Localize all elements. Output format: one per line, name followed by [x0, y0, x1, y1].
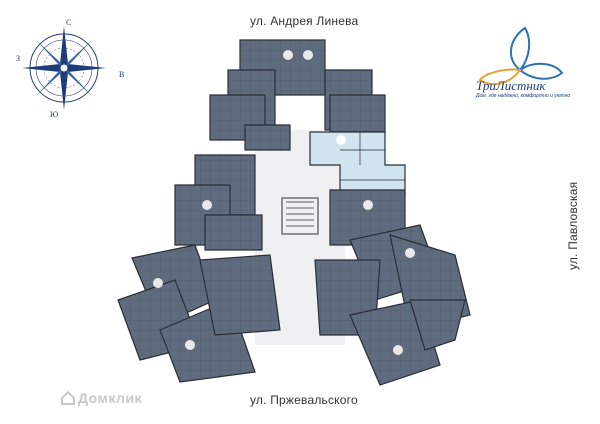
compass-east-label: В	[119, 70, 125, 79]
west-wing	[117, 154, 281, 383]
street-label-east: ул. Павловская	[566, 181, 580, 270]
apartment	[199, 254, 281, 336]
compass-south-label: Ю	[50, 110, 59, 119]
north-wing	[209, 39, 386, 151]
compass-north-label: С	[66, 18, 72, 27]
compass-west-label: З	[16, 54, 21, 63]
domclick-watermark-icon	[61, 390, 75, 405]
watermark-text: Домклик	[78, 390, 143, 406]
logo-name: ТриЛистник	[476, 78, 546, 93]
stair-shaft	[281, 197, 319, 235]
street-label-south: ул. Пржевальского	[250, 393, 358, 407]
trilistnik-logo-icon	[478, 26, 564, 86]
logo-tagline: Дом, где надёжно, комфортно и уютно	[476, 93, 571, 99]
apartment	[329, 94, 386, 133]
street-label-north: ул. Андрея Линева	[250, 14, 359, 28]
apartment	[409, 299, 466, 351]
apartment	[244, 124, 291, 151]
apartment	[204, 214, 263, 251]
east-wing	[314, 189, 471, 386]
compass-rose-icon	[22, 26, 106, 110]
